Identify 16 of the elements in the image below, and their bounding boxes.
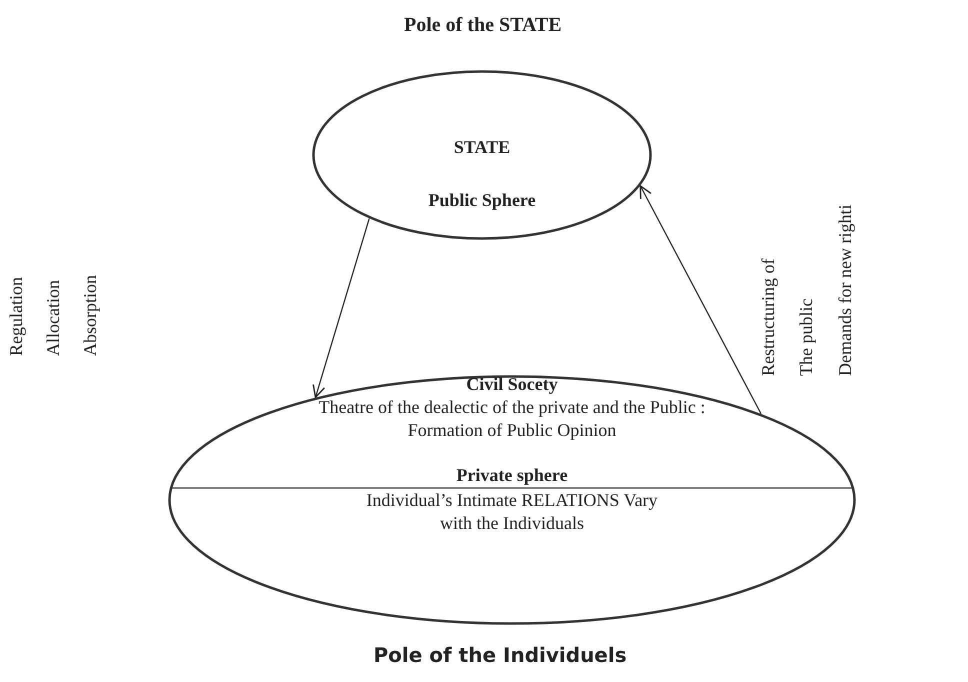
node-subheading: Public Sphere (427, 189, 537, 212)
vertical-label: Regulation (6, 277, 27, 356)
node-text: Individual’s Intimate RELATIONS Vary with the Individuals (365, 489, 659, 535)
pole-heading: Pole of the Individuels (374, 643, 627, 667)
node-subheading: Private sphere (455, 464, 569, 487)
vertical-label: Restructuring of (758, 258, 779, 376)
vertical-label: Demands for new righti (835, 204, 856, 376)
vertical-label: Allocation (43, 280, 64, 356)
arrow (640, 185, 762, 414)
node-heading: Civil Socety (465, 373, 559, 396)
pole-heading: Pole of the STATE (404, 14, 562, 37)
vertical-label: Absorption (80, 275, 101, 356)
node-heading: STATE (452, 136, 512, 159)
node-text: Theatre of the dealectic of the private and the Public : Formation of Public Opinion (318, 396, 706, 442)
arrow (312, 218, 370, 398)
vertical-label: The public (796, 298, 817, 376)
